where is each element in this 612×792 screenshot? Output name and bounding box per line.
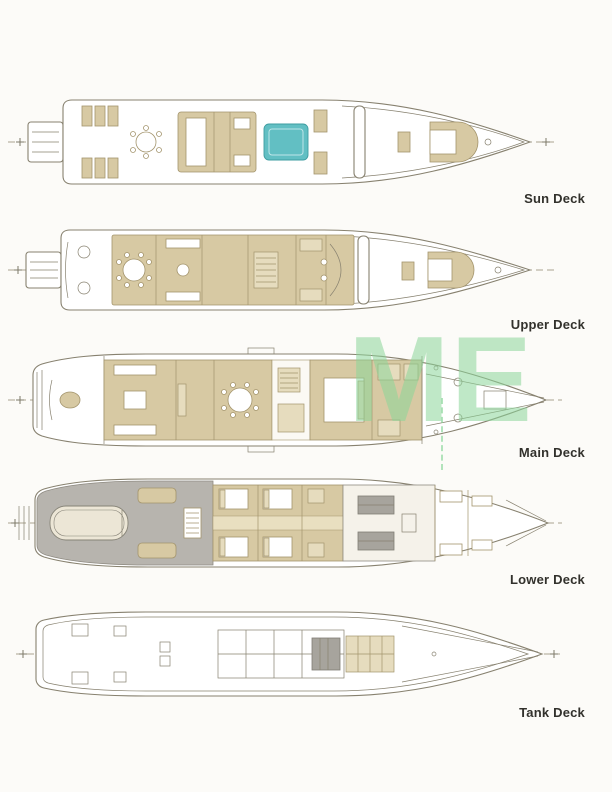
deck-label-tank: Tank Deck	[519, 705, 585, 720]
equipment-grid	[345, 635, 395, 673]
jetski	[137, 542, 177, 559]
sun-deck-drawing	[8, 99, 554, 185]
sun-deck-plan	[6, 86, 558, 200]
stairs	[277, 367, 301, 393]
engine	[357, 531, 395, 551]
dining-table	[116, 252, 152, 288]
lower-deck-plan	[6, 466, 566, 580]
guest-bed	[218, 488, 249, 510]
guest-bed	[262, 536, 293, 558]
deck-label-lower: Lower Deck	[510, 572, 585, 587]
owner-bed	[323, 377, 365, 423]
dining-table	[221, 382, 259, 418]
upper-deck-drawing	[8, 229, 554, 311]
main-deck-drawing	[8, 347, 562, 453]
arch-mast	[357, 235, 370, 305]
tank-deck-drawing	[16, 611, 560, 697]
pool	[263, 123, 309, 161]
galley	[277, 403, 305, 433]
deck-label-main: Main Deck	[518, 445, 585, 460]
deck-label-upper: Upper Deck	[510, 317, 585, 332]
guest-bed	[218, 536, 249, 558]
guest-bed	[262, 488, 293, 510]
main-deck-plan	[6, 344, 566, 456]
tank-deck-plan	[14, 600, 562, 708]
upper-salon-area	[111, 234, 355, 306]
sun-loungers	[81, 105, 119, 179]
arch-mast	[353, 105, 366, 179]
jetski	[137, 487, 177, 504]
tender-boat	[49, 505, 129, 541]
deck-label-sun: Sun Deck	[524, 191, 585, 206]
stairs	[183, 507, 202, 539]
helm-console	[329, 243, 342, 297]
tank-compartments	[217, 629, 345, 679]
aft-table	[59, 391, 81, 409]
upper-deck-plan	[6, 218, 558, 324]
dining-table	[130, 125, 162, 159]
stairs	[253, 251, 279, 289]
foredeck-hatch	[483, 390, 507, 410]
bow-seating	[429, 121, 479, 163]
central-bar-block	[177, 111, 257, 173]
bow-seating	[427, 251, 475, 289]
lower-deck-drawing	[8, 478, 562, 568]
engine	[357, 495, 395, 515]
